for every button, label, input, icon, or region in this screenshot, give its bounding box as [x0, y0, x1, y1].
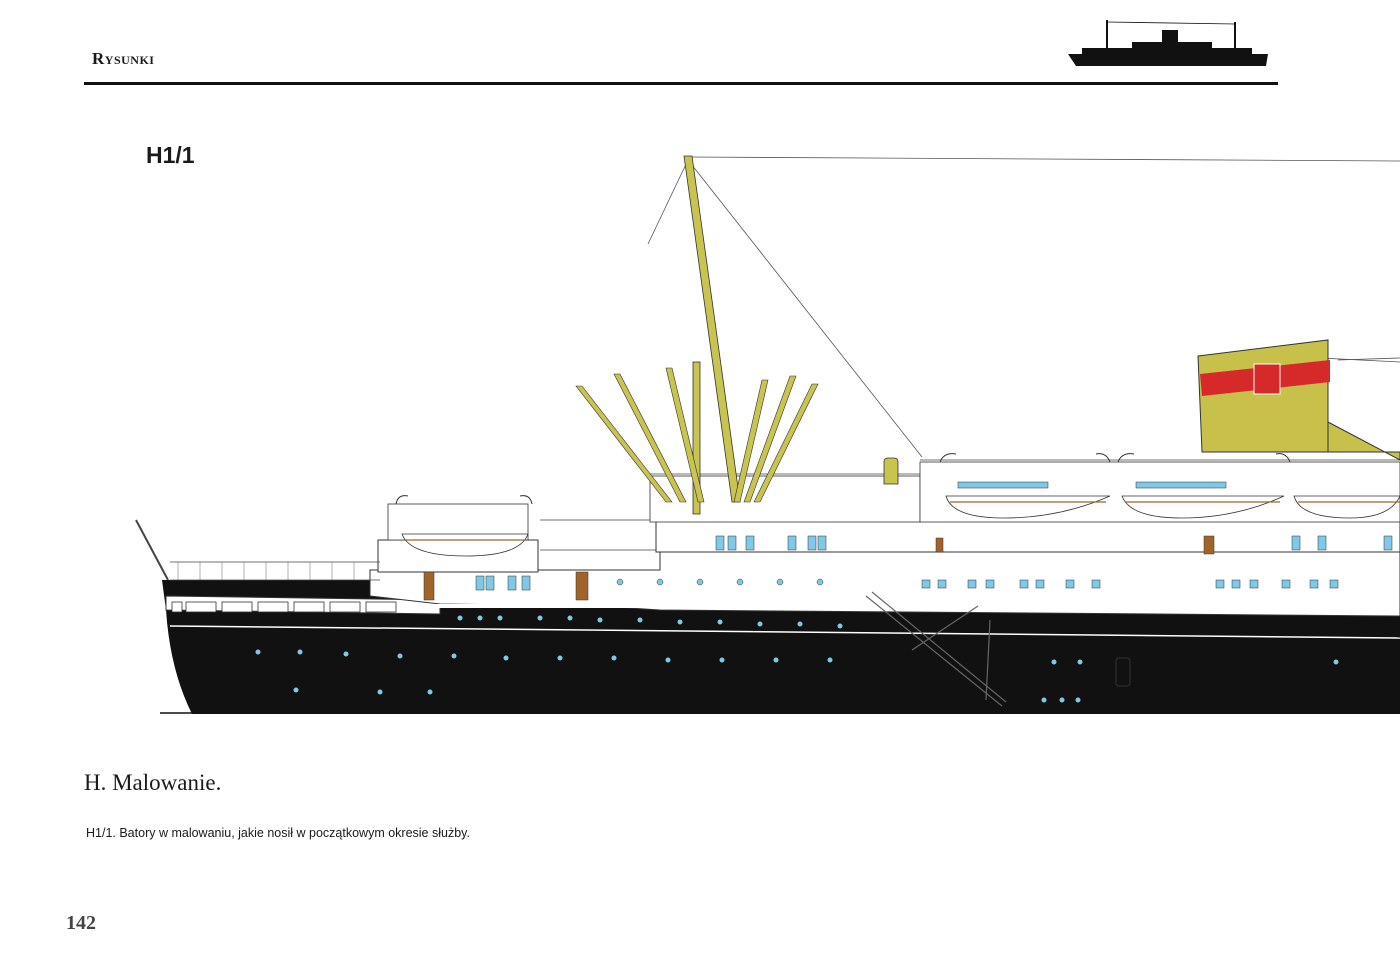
- figure-caption: H1/1. Batory w malowaniu, jakie nosił w …: [86, 826, 470, 840]
- ship-profile-drawing: [135, 155, 1400, 714]
- running-header: Rysunki: [92, 49, 155, 68]
- page-number: 142: [66, 912, 96, 934]
- figure-label: H1/1: [146, 142, 195, 168]
- section-title: H. Malowanie.: [84, 770, 222, 795]
- ship-silhouette-icon: [1068, 20, 1268, 66]
- header-rule: [84, 82, 1278, 85]
